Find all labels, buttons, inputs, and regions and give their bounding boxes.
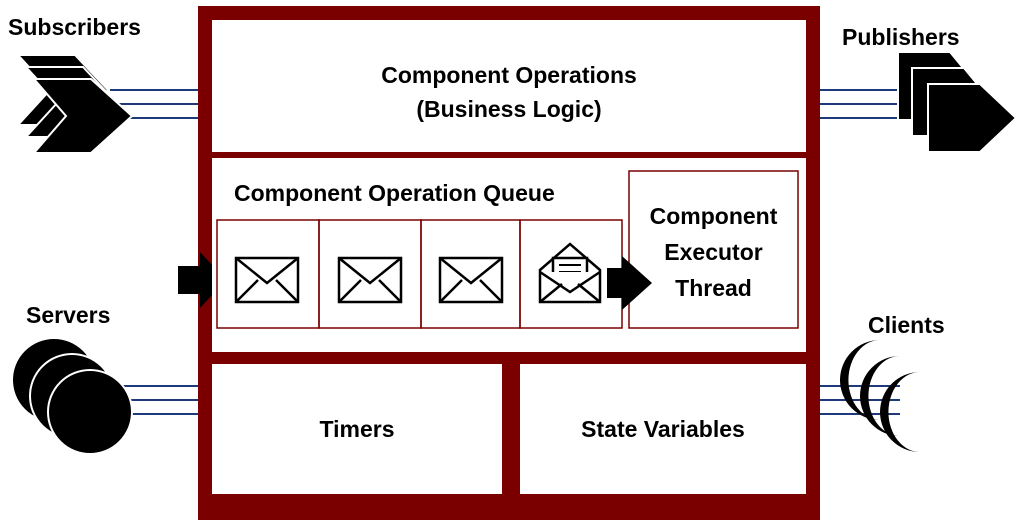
timers-label: Timers (319, 416, 395, 442)
state-variables-label: State Variables (581, 416, 745, 442)
executor-title-line3: Thread (675, 275, 752, 301)
subscribers-label: Subscribers (8, 14, 141, 40)
executor-title: Component Executor Thread (629, 198, 798, 306)
queue-inbound-arrow (178, 252, 226, 308)
publishers-icon (897, 51, 1018, 153)
queue-title: Component Operation Queue (234, 180, 555, 206)
clients-icon (840, 340, 920, 452)
operations-title-line1: Component Operations (381, 62, 637, 88)
executor-title-line1: Component (649, 203, 778, 229)
clients-label: Clients (868, 312, 945, 338)
servers-label: Servers (26, 302, 111, 328)
timers-panel (212, 364, 502, 494)
servers-icon (11, 337, 133, 455)
operations-title: Component Operations (Business Logic) (212, 58, 806, 126)
publishers-label: Publishers (842, 24, 960, 50)
state-variables-panel (520, 364, 806, 494)
operations-panel (212, 20, 806, 152)
publisher-links (818, 89, 910, 119)
subscribers-icon (15, 54, 134, 154)
executor-title-line2: Executor (664, 239, 763, 265)
operations-title-line2: (Business Logic) (416, 96, 602, 122)
